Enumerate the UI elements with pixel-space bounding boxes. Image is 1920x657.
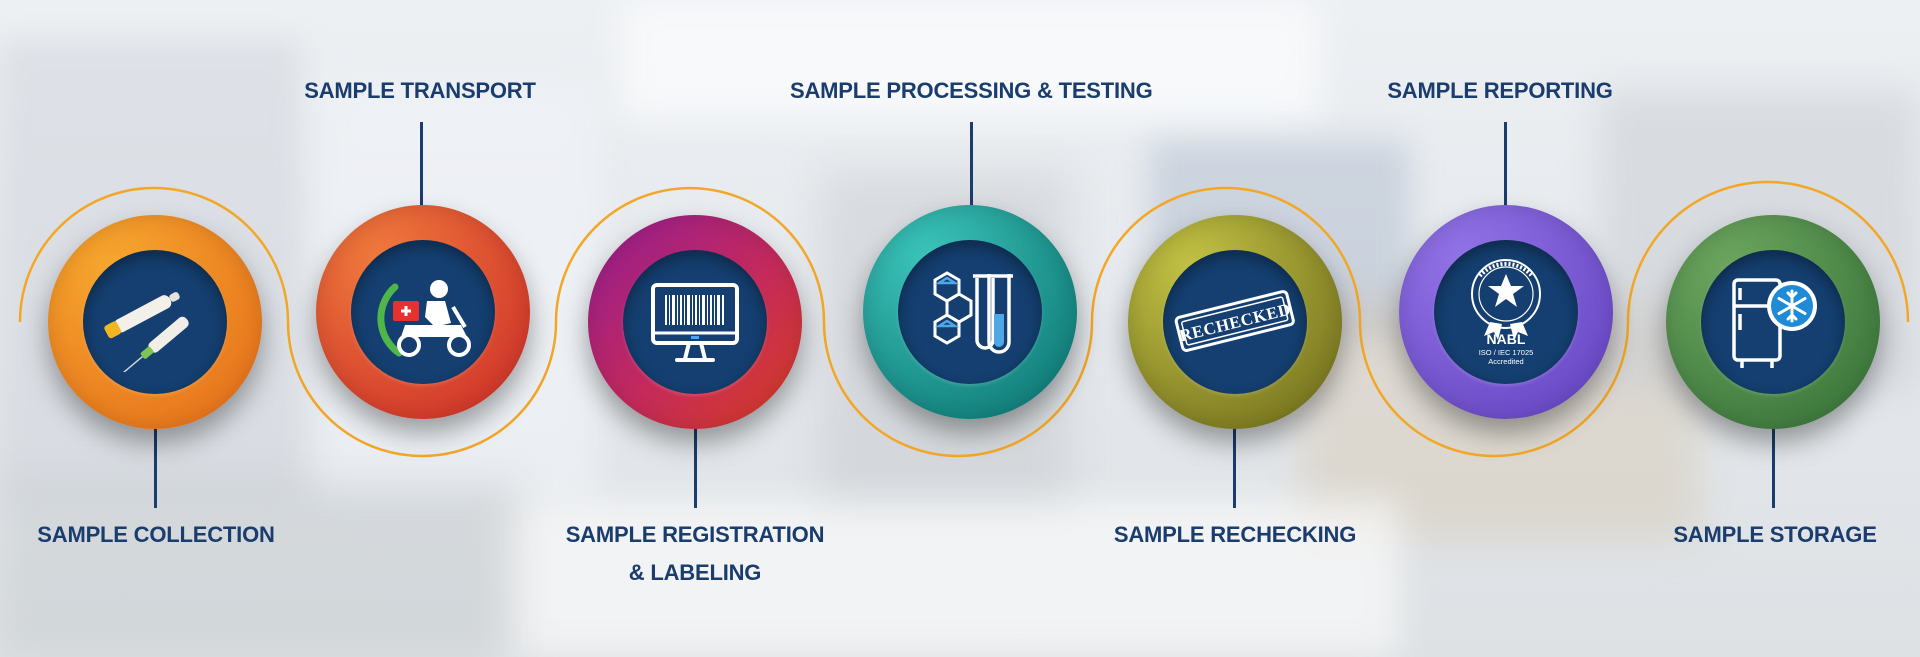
step-label-line-1: SAMPLE REGISTRATION xyxy=(565,522,825,547)
connector-line-processing xyxy=(970,122,973,206)
step-inner-circle xyxy=(623,250,767,394)
step-label-sample-processing: SAMPLE PROCESSING & TESTING xyxy=(790,78,1153,103)
step-circle-rechecking: RECHECKED xyxy=(1128,215,1342,429)
step-label-sample-transport: SAMPLE TRANSPORT xyxy=(304,78,536,103)
connector-line-registration xyxy=(694,425,697,508)
step-label-sample-registration: SAMPLE REGISTRATION & LABELING xyxy=(560,516,830,592)
step-circle-transport xyxy=(316,205,530,419)
connector-line-reporting xyxy=(1504,122,1507,206)
step-circle-collection xyxy=(48,215,262,429)
step-circle-reporting: NABL ISO / IEC 17025 Accredited xyxy=(1399,205,1613,419)
step-circle-registration xyxy=(588,215,802,429)
sample-tubes-icon xyxy=(104,292,189,372)
connector-line-storage xyxy=(1772,425,1775,508)
step-inner-circle xyxy=(83,250,227,394)
step-label-sample-reporting: SAMPLE REPORTING xyxy=(1387,78,1613,103)
rechecked-stamp-icon: RECHECKED xyxy=(1174,290,1295,352)
refrigerator-snowflake-icon xyxy=(1732,278,1817,368)
step-inner-circle: NABL ISO / IEC 17025 Accredited xyxy=(1434,240,1578,384)
nabl-title: NABL xyxy=(1487,331,1526,347)
step-label-sample-rechecking: SAMPLE RECHECKING xyxy=(1113,522,1357,547)
connector-line-collection xyxy=(154,425,157,508)
step-inner-circle xyxy=(1701,250,1845,394)
delivery-scooter-icon xyxy=(377,280,471,357)
step-inner-circle xyxy=(351,240,495,384)
step-inner-circle: RECHECKED xyxy=(1163,250,1307,394)
step-circle-processing xyxy=(863,205,1077,419)
connector-line-rechecking xyxy=(1233,425,1236,508)
chemistry-test-tube-icon xyxy=(933,271,1013,354)
nabl-accreditation-icon: NABL ISO / IEC 17025 Accredited xyxy=(1471,259,1541,366)
step-inner-circle xyxy=(898,240,1042,384)
step-label-line-2: & LABELING xyxy=(628,560,762,585)
nabl-iso-line: ISO / IEC 17025 xyxy=(1479,348,1534,357)
connector-line-transport xyxy=(420,122,423,206)
nabl-accredited-line: Accredited xyxy=(1488,357,1523,366)
step-label-sample-storage: SAMPLE STORAGE xyxy=(1673,522,1877,547)
step-label-sample-collection: SAMPLE COLLECTION xyxy=(37,522,275,547)
step-circle-storage xyxy=(1666,215,1880,429)
barcode-monitor-icon xyxy=(651,283,739,362)
